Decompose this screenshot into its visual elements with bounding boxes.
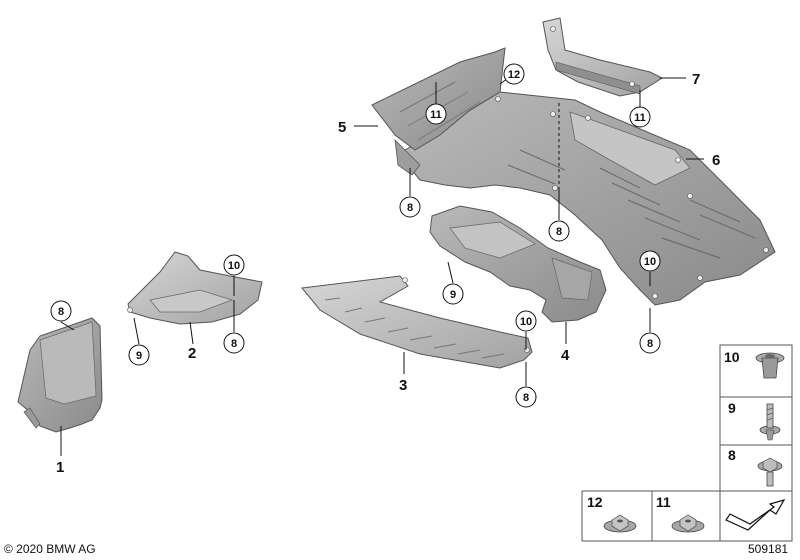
callout-10-c: 10 — [639, 250, 661, 272]
hex-nut-11-icon — [671, 514, 705, 533]
svg-text:11: 11 — [430, 109, 442, 121]
svg-text:10: 10 — [228, 260, 240, 272]
svg-text:10: 10 — [644, 256, 656, 268]
callout-11-b: 11 — [629, 106, 651, 128]
callout-10-a: 10 — [223, 254, 245, 276]
diagram-number: 509181 — [748, 542, 788, 556]
part-1-upright-shield — [17, 317, 103, 433]
part-label-3: 3 — [399, 377, 407, 394]
part-6-underbody-panel — [404, 91, 776, 306]
fastener-label-11: 11 — [656, 494, 671, 510]
callout-9-a: 9 — [128, 344, 150, 366]
callout-8-c: 8 — [399, 196, 421, 218]
svg-text:8: 8 — [58, 306, 64, 318]
callout-8-b: 8 — [223, 332, 245, 354]
svg-text:8: 8 — [231, 338, 237, 350]
svg-text:8: 8 — [556, 226, 562, 238]
fastener-cell-10 — [719, 344, 793, 398]
clip-nut-icon — [755, 352, 785, 379]
svg-text:12: 12 — [508, 69, 520, 81]
part-4-middle-shield — [429, 205, 607, 323]
hex-nut-12-icon — [603, 514, 637, 533]
part-3-lower-shield — [301, 275, 533, 369]
part-label-4: 4 — [561, 347, 570, 364]
fastener-label-10: 10 — [724, 349, 740, 365]
svg-text:8: 8 — [407, 202, 413, 214]
hex-flange-screw-icon — [757, 457, 783, 487]
svg-text:9: 9 — [136, 350, 142, 362]
fastener-label-12: 12 — [587, 494, 603, 510]
fastener-table: 10 9 8 12 11 — [581, 344, 793, 542]
fastener-cell-9 — [719, 396, 793, 446]
svg-text:8: 8 — [523, 392, 529, 404]
part-label-1: 1 — [56, 459, 64, 476]
part-label-5: 5 — [338, 119, 346, 136]
callout-8-e: 8 — [515, 386, 537, 408]
svg-text:8: 8 — [647, 338, 653, 350]
callout-8-f: 8 — [639, 332, 661, 354]
copyright-text: © 2020 BMW AG — [4, 542, 96, 556]
screw-icon — [759, 403, 781, 441]
callout-12-a: 12 — [503, 63, 525, 85]
part-2-small-shield — [127, 251, 263, 325]
fastener-label-8: 8 — [728, 447, 736, 463]
callout-8-d: 8 — [548, 220, 570, 242]
svg-text:9: 9 — [450, 289, 456, 301]
part-label-6: 6 — [712, 152, 720, 169]
callout-8-a: 8 — [50, 300, 72, 322]
part-7-bracket — [542, 17, 664, 97]
svg-text:11: 11 — [634, 112, 646, 124]
direction-arrow-icon — [725, 499, 786, 531]
callout-9-b: 9 — [442, 283, 464, 305]
callout-10-b: 10 — [515, 310, 537, 332]
callout-11-a: 11 — [425, 103, 447, 125]
part-label-7: 7 — [692, 71, 700, 88]
part-5-side-shield — [371, 47, 506, 176]
part-label-2: 2 — [188, 345, 196, 362]
fastener-label-9: 9 — [728, 400, 736, 416]
svg-text:10: 10 — [520, 316, 532, 328]
